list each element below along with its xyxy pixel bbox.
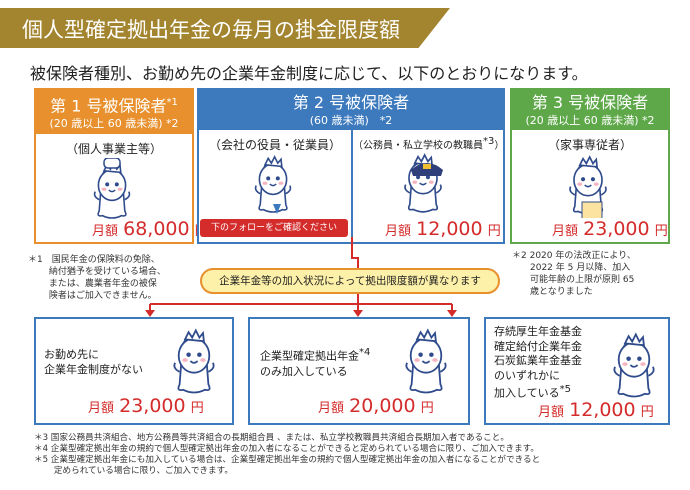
option-db-text: 存続厚生年金基金 確定給付企業年金 石炭鉱業年金基金 のいずれかに 加入している… [494, 325, 582, 400]
page-subtitle: 被保険者種別、お勤め先の企業年金制度に応じて、以下のとおりになります。 [30, 64, 588, 83]
homemaker-mascot-icon [562, 152, 614, 218]
type2-amount-value: 12,000 [416, 218, 483, 240]
type3-title: 第 3 号被保険者 [531, 93, 649, 112]
type2-category-right: （公務員・私立学校の教職員*3） [353, 136, 505, 152]
option-dc-only-box: 企業型確定拠出年金*4 のみ加入している 月額 20,000 円 [248, 317, 470, 425]
note-2: ＊2 2020 年の法改正により、 2022 年 5 月以降、加入 可能年齢の上… [512, 251, 636, 297]
type2-category-left: （会社の役員・従業員） [208, 138, 341, 152]
type2-header: 第 2 号被保険者 (60 歳未満) *2 [199, 90, 503, 130]
type3-amount: 月額 23,000 円 [552, 218, 668, 240]
option-no-pension-text: お勤め先に 企業年金制度がない [44, 348, 143, 376]
footnote-4: ＊4 企業型確定拠出年金の規約で個人型確定拠出年金の加入者になることができると定… [34, 444, 540, 454]
employee-mascot-icon [247, 152, 299, 214]
title-banner [0, 8, 450, 48]
type3-amount-unit: 円 [654, 224, 668, 239]
option-db-amount: 月額 12,000 円 [538, 399, 654, 421]
type3-header: 第 3 号被保険者 (20 歳以上 60 歳未満) *2 [512, 90, 668, 130]
type3-age: (20 歳以上 60 歳未満) [525, 114, 639, 127]
follow-note-badge: 下のフォローをご確認ください [200, 219, 348, 237]
footnote-5-continued: 定められている場合に限り、ご加入できます。 [34, 466, 233, 476]
type1-category: （個人事業主等） [65, 142, 162, 156]
option-db-box: 存続厚生年金基金 確定給付企業年金 石炭鉱業年金基金 のいずれかに 加入している… [484, 317, 670, 425]
type1-header: 第 1 号被保険者*1 (20 歳以上 60 歳未満) *2 [36, 90, 192, 134]
type2-age-mark: *2 [379, 114, 393, 127]
option-no-pension-box: お勤め先に 企業年金制度がない 月額 23,000 円 [34, 317, 234, 425]
type1-amount-value: 68,000 [123, 218, 190, 240]
mascot-icon [606, 329, 662, 401]
mascot-icon [398, 325, 454, 397]
type2-age: (60 歳未満) [309, 114, 369, 127]
type3-amount-label: 月額 [552, 224, 579, 239]
pension-status-notice: 企業年金等の加入状況によって拠出限度額が異なります [200, 268, 500, 294]
type3-amount-value: 23,000 [583, 218, 650, 240]
note-1: ＊1 国民年金の保険料の免除、 納付猶予を受けている場合、 または、農業者年金の… [28, 255, 166, 301]
civil-servant-mascot-icon [397, 150, 443, 216]
type2-divider [351, 130, 353, 242]
type1-age-mark: *2 [166, 117, 179, 131]
type1-title-mark: *1 [166, 97, 178, 108]
footnote-5: ＊5 企業型確定拠出年金にも加入している場合は、企業型確定拠出年金の規約で個人型… [34, 455, 541, 465]
type1-age: (20 歳以上 60 歳未満) [49, 117, 163, 131]
type2-amount-label: 月額 [385, 224, 412, 239]
footnote-3: ＊3 国家公務員共済組合、地方公務員等共済組合の長期組合員 、または、私立学校教… [34, 433, 509, 443]
type2-box: 第 2 号被保険者 (60 歳未満) *2 （会社の役員・従業員） （公務員・私… [197, 88, 505, 244]
type3-box: 第 3 号被保険者 (20 歳以上 60 歳未満) *2 （家事専従者） 月額 … [510, 88, 670, 244]
type1-amount-label: 月額 [92, 224, 119, 239]
type3-age-mark: *2 [642, 114, 655, 127]
type3-category: （家事専従者） [547, 138, 632, 152]
type1-title: 第 1 号被保険者 [50, 96, 167, 116]
option-dc-only-text: 企業型確定拠出年金*4 のみ加入している [260, 347, 371, 378]
mascot-icon [166, 325, 222, 397]
type2-amount-unit: 円 [487, 224, 501, 239]
option-dc-only-amount: 月額 20,000 円 [318, 395, 434, 417]
type1-box: 第 1 号被保険者*1 (20 歳以上 60 歳未満) *2 （個人事業主等） … [34, 88, 208, 244]
type2-amount: 月額 12,000 円 [385, 218, 501, 240]
page-title: 個人型確定拠出年金の毎月の掛金限度額 [22, 18, 400, 42]
chef-mascot-icon [86, 158, 138, 222]
type2-title: 第 2 号被保険者 [292, 93, 410, 112]
option-no-pension-amount: 月額 23,000 円 [88, 395, 204, 417]
